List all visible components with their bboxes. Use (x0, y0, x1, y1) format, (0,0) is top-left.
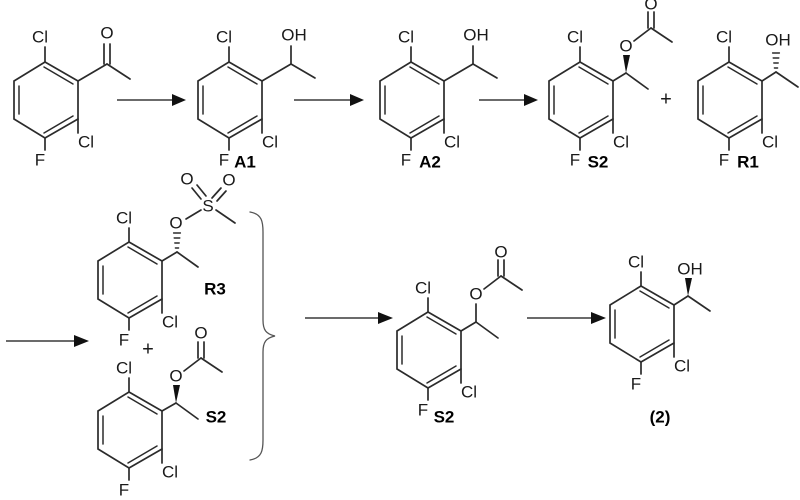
atom-label-cl: Cl (78, 132, 94, 151)
atom-label-o: O (469, 284, 482, 303)
atom-label-cl: Cl (162, 462, 178, 481)
arrow-2 (294, 94, 364, 106)
compound-label-r1: R1 (737, 152, 759, 171)
arrow-1 (117, 94, 186, 106)
compound-label-s2-top: S2 (588, 152, 609, 171)
compound-label-s2-product: S2 (434, 407, 455, 426)
compound-r3: Cl Cl F O S O O R3 (97, 169, 236, 349)
atom-label-o: O (619, 36, 632, 55)
stereo-wedge-solid (623, 55, 630, 73)
atom-label-o: O (194, 323, 207, 342)
atom-label-cl: Cl (444, 132, 460, 151)
stereo-wedge-solid (173, 385, 180, 403)
atom-label-f: F (401, 150, 411, 169)
atom-label-f: F (219, 150, 229, 169)
atom-label-s: S (202, 196, 213, 215)
compound-label-r3: R3 (204, 279, 226, 298)
atom-label-f: F (631, 374, 641, 393)
compound-s2-product: Cl Cl F O O S2 (396, 242, 523, 426)
compound-a1: Cl Cl F OH A1 (197, 25, 316, 171)
atom-label-o: O (494, 242, 507, 261)
atom-label-oh: OH (677, 259, 703, 278)
atom-label-cl: Cl (674, 356, 690, 375)
arrow-4 (6, 335, 89, 347)
compound-label-a2: A2 (419, 152, 441, 171)
atom-label-cl: Cl (762, 132, 778, 151)
atom-label-f: F (119, 480, 129, 499)
compound-label-a1: A1 (234, 152, 256, 171)
compound-final-2: Cl Cl F OH (2) (609, 252, 711, 426)
arrow-5 (305, 312, 393, 324)
atom-label-cl: Cl (628, 252, 644, 271)
stereo-wedge-solid (685, 278, 692, 296)
atom-label-oh: OH (463, 25, 489, 44)
atom-label-cl: Cl (32, 27, 48, 46)
atom-label-o: O (180, 169, 193, 188)
compound-s2-mid: Cl Cl F O O S2 (97, 323, 227, 499)
arrow-6 (527, 312, 606, 324)
plus-operator: + (660, 88, 672, 110)
atom-label-cl: Cl (567, 27, 583, 46)
atom-label-oh: OH (765, 30, 791, 49)
atom-label-cl: Cl (415, 278, 431, 297)
atom-label-cl: Cl (162, 312, 178, 331)
atom-label-oh: OH (281, 25, 307, 44)
atom-label-cl: Cl (116, 358, 132, 377)
atom-label-f: F (719, 150, 729, 169)
atom-label-o: O (644, 0, 657, 13)
atom-label-f: F (119, 330, 129, 349)
atom-label-f: F (35, 150, 45, 169)
compound-a2: Cl Cl F OH A2 (379, 25, 498, 171)
atom-label-f: F (418, 400, 428, 419)
compound-s2-top: Cl Cl F O O S2 (548, 0, 673, 171)
atom-label-o: O (169, 213, 182, 232)
atom-label-o: O (169, 366, 182, 385)
arrow-3 (479, 94, 538, 106)
atom-label-cl: Cl (116, 208, 132, 227)
compound-start-ketone: Cl Cl F O (13, 23, 131, 169)
compound-label-s2-mid: S2 (206, 407, 227, 426)
atom-label-cl: Cl (716, 27, 732, 46)
plus-operator: + (142, 338, 154, 360)
atom-label-cl: Cl (398, 27, 414, 46)
atom-label-cl: Cl (262, 132, 278, 151)
stereo-wedge-hashed (771, 52, 781, 69)
atom-label-cl: Cl (216, 27, 232, 46)
grouping-brace (249, 211, 276, 461)
compound-label-final: (2) (650, 407, 671, 426)
atom-label-o: O (222, 170, 235, 189)
compound-r1: Cl Cl F OH R1 (697, 27, 799, 171)
atom-label-o: O (100, 23, 113, 42)
stereo-wedge-hashed (172, 232, 182, 249)
atom-label-cl: Cl (461, 382, 477, 401)
atom-label-cl: Cl (613, 132, 629, 151)
atom-label-f: F (570, 150, 580, 169)
